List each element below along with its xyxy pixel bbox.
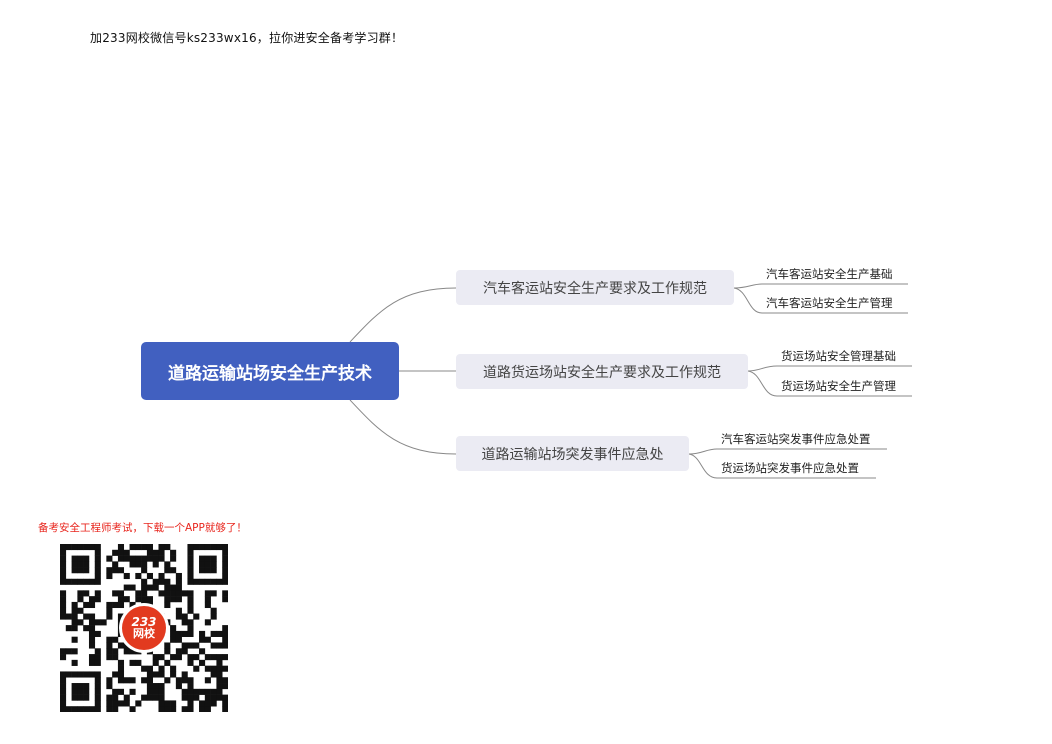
app-promo-text: 备考安全工程师考试，下载一个APP就够了！ — [38, 522, 247, 534]
connector-b2-leaf-2 — [747, 370, 912, 397]
connector-b1-leaf-2 — [733, 287, 908, 314]
mindmap-root-node[interactable]: 道路运输站场安全生产技术 — [141, 342, 399, 400]
connector-root-branch-3 — [349, 399, 457, 455]
connector-b3-leaf-1 — [688, 448, 887, 455]
qr-code-pattern — [60, 544, 229, 713]
leaf-node-2-1[interactable]: 货运场站安全管理基础 — [781, 349, 896, 363]
leaf-node-3-1[interactable]: 汽车客运站突发事件应急处置 — [721, 432, 871, 446]
branch-node-3[interactable]: 道路运输站场突发事件应急处 — [456, 436, 689, 471]
brand-logo-number: 233 — [131, 615, 157, 629]
branch-node-2[interactable]: 道路货运场站安全生产要求及工作规范 — [456, 354, 748, 389]
connector-root-branch-1 — [349, 287, 457, 343]
header-note: 加233网校微信号ks233wx16，拉你进安全备考学习群！ — [90, 31, 404, 45]
leaf-node-3-2[interactable]: 货运场站突发事件应急处置 — [721, 461, 859, 475]
connector-b1-leaf-1 — [733, 283, 908, 289]
connector-b3-leaf-2 — [688, 453, 876, 479]
leaf-node-1-2[interactable]: 汽车客运站安全生产管理 — [766, 296, 893, 310]
leaf-node-1-1[interactable]: 汽车客运站安全生产基础 — [766, 267, 893, 281]
connector-b2-leaf-1 — [747, 365, 912, 372]
brand-logo: 233 网校 — [122, 606, 166, 650]
qr-code[interactable]: 233 网校 — [60, 544, 229, 713]
branch-node-1[interactable]: 汽车客运站安全生产要求及工作规范 — [456, 270, 734, 305]
leaf-node-2-2[interactable]: 货运场站安全生产管理 — [781, 379, 896, 393]
brand-logo-text: 网校 — [133, 627, 155, 640]
